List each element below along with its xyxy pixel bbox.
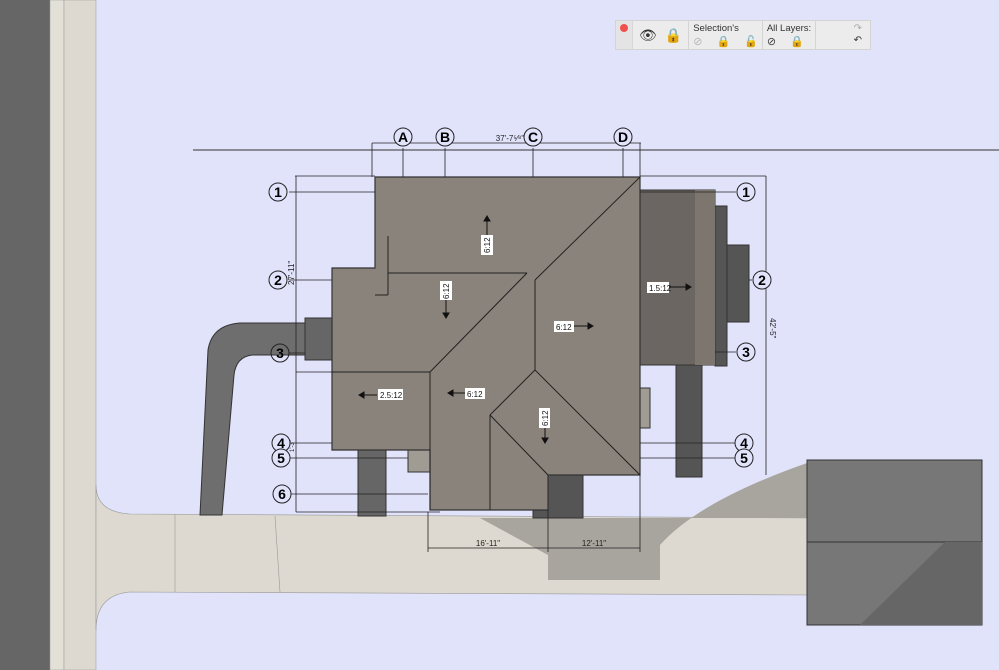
- svg-text:A: A: [398, 129, 408, 145]
- svg-text:1: 1: [742, 184, 750, 200]
- svg-text:B: B: [440, 129, 450, 145]
- visibility-toolbar: 👁 🔒 Selection's ⊘ 🔒 🔓 All Layers: ⊘ 🔒 ↷ …: [615, 20, 871, 50]
- pitch-label-left-lower[interactable]: 2.5:12: [380, 391, 403, 400]
- grid-row-bubbles-right: 1 2 3 4 5: [734, 182, 772, 468]
- pitch-label-top[interactable]: 6:12: [483, 237, 492, 253]
- dim-bottom-left: 16'-11": [476, 539, 500, 548]
- grid-bubble-D[interactable]: D: [613, 127, 633, 147]
- svg-text:1: 1: [274, 184, 282, 200]
- svg-text:3: 3: [742, 344, 750, 360]
- dim-top-overall: 37'-7⁵⁄⁸": [496, 134, 525, 143]
- pitch-label-right[interactable]: 1.5:12: [649, 284, 672, 293]
- svg-text:4: 4: [740, 435, 748, 451]
- svg-text:3: 3: [276, 345, 284, 361]
- close-dot-icon: [620, 24, 628, 32]
- undo-icon[interactable]: ↶: [853, 35, 862, 46]
- lock-all-icon[interactable]: 🔒: [790, 36, 804, 48]
- grid-bubble-5-right[interactable]: 5: [734, 448, 754, 468]
- dim-left-overall: 27'-11": [287, 261, 296, 285]
- sidewalk-strip: [49, 0, 65, 670]
- grid-column-bubbles: A B C D: [393, 127, 633, 147]
- all-layers-section: All Layers: ⊘ 🔒: [763, 21, 817, 49]
- pitch-arrows: [358, 215, 692, 444]
- roof-ridges: [332, 176, 641, 510]
- svg-text:2: 2: [758, 272, 766, 288]
- grid-bubble-4-right[interactable]: 4: [734, 433, 754, 453]
- eye-swap-icon[interactable]: 👁: [639, 26, 657, 43]
- wall-segment: [357, 449, 387, 517]
- svg-text:2: 2: [274, 272, 282, 288]
- close-button[interactable]: [616, 21, 633, 49]
- terrain-shadow: [480, 462, 810, 580]
- svg-text:5: 5: [740, 450, 748, 466]
- pitch-label-front-gable[interactable]: 6:12: [541, 410, 550, 426]
- dim-bottom-right: 12'-11": [582, 539, 606, 548]
- grid-bubble-B[interactable]: B: [435, 127, 455, 147]
- pitch-label-center[interactable]: 6:12: [556, 323, 572, 332]
- svg-text:5: 5: [277, 450, 285, 466]
- svg-text:6: 6: [278, 486, 286, 502]
- grid-bubble-C[interactable]: C: [523, 127, 543, 147]
- grid-bubble-5-left[interactable]: 5: [271, 448, 291, 468]
- grid-bubble-2-right[interactable]: 2: [752, 270, 772, 290]
- dimension-lines: [289, 142, 767, 552]
- grid-row-bubbles-left: 1 2 3 4 5 6: [268, 182, 292, 504]
- all-layers-label: All Layers:: [766, 23, 812, 34]
- hide-selection-icon[interactable]: ⊘: [693, 36, 703, 48]
- pitch-labels: 6:12 6:12 6:12 1.5:12 2.5:12 6:12 6:12: [378, 235, 672, 428]
- neighbor-roof-strip: [0, 0, 50, 670]
- grid-bubble-1-right[interactable]: 1: [736, 182, 756, 202]
- unlock-selection-icon[interactable]: 🔓: [744, 36, 758, 48]
- svg-text:C: C: [528, 129, 538, 145]
- redo-icon[interactable]: ↷: [853, 23, 862, 34]
- dim-left-small: 1'-3": [290, 440, 296, 452]
- grid-bubble-6-left[interactable]: 6: [272, 484, 292, 504]
- selection-label: Selection's: [693, 23, 739, 34]
- road-vertical: [63, 0, 97, 670]
- grid-bubble-1-left[interactable]: 1: [268, 182, 288, 202]
- lock-selection-icon[interactable]: 🔒: [716, 36, 731, 48]
- pitch-label-middle-lower[interactable]: 6:12: [467, 390, 483, 399]
- hide-all-icon[interactable]: ⊘: [766, 36, 777, 48]
- svg-text:4: 4: [277, 435, 285, 451]
- svg-text:D: D: [618, 129, 628, 145]
- lock-swap-icon[interactable]: 🔒: [664, 26, 683, 43]
- pitch-label-left-upper[interactable]: 6:12: [442, 283, 451, 299]
- grid-bubble-2-left[interactable]: 2: [268, 270, 288, 290]
- grid-bubble-A[interactable]: A: [393, 127, 413, 147]
- grid-bubble-3-right[interactable]: 3: [736, 342, 756, 362]
- grid-bubble-3-left[interactable]: 3: [270, 343, 290, 363]
- selection-section: Selection's ⊘ 🔒 🔓: [689, 21, 763, 49]
- dim-right-overall: 42'-5": [768, 318, 777, 339]
